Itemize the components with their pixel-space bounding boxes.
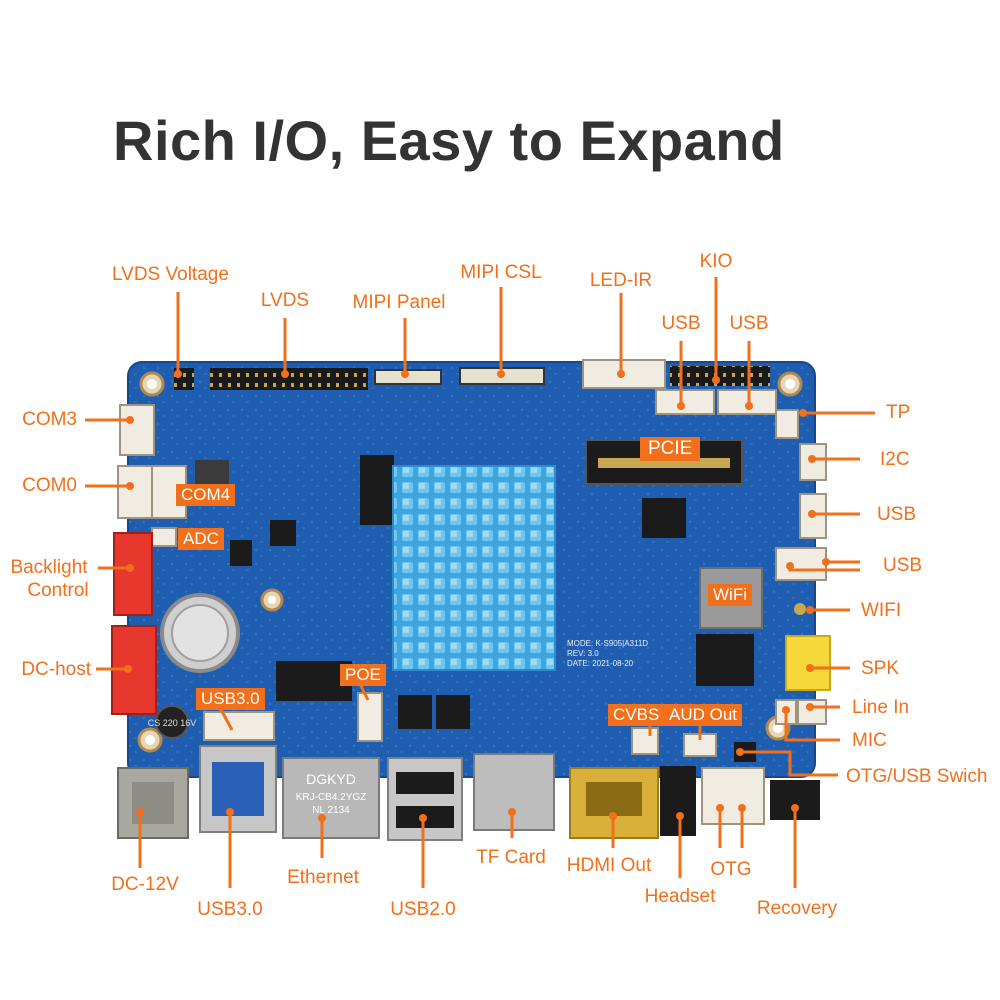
svg-text:NL 2134: NL 2134 bbox=[312, 805, 350, 816]
spk-connector bbox=[785, 635, 831, 691]
backlight-connector bbox=[113, 532, 153, 616]
label-usb-top-1: USB bbox=[661, 313, 701, 334]
label-i2c: I2C bbox=[880, 449, 910, 470]
otg-port bbox=[701, 767, 765, 825]
label-mipi-panel: MIPI Panel bbox=[352, 292, 446, 313]
label-spk: SPK bbox=[861, 658, 900, 679]
usb-header-1 bbox=[655, 389, 715, 415]
label-tf-card: TF Card bbox=[476, 847, 546, 868]
label-usb2-bottom: USB2.0 bbox=[390, 899, 456, 920]
label-hdmi-out: HDMI Out bbox=[566, 855, 652, 876]
heatsink bbox=[392, 465, 556, 671]
headset-jack bbox=[660, 766, 696, 836]
tag-adc: ADC bbox=[178, 528, 224, 550]
lvds-header bbox=[210, 368, 368, 390]
chip-mid2 bbox=[436, 695, 470, 729]
tag-pcie: PCIE bbox=[640, 437, 701, 461]
cvbs-connector bbox=[631, 727, 659, 755]
tag-wifi-chip: WiFi bbox=[708, 584, 752, 606]
mipi-panel-fpc bbox=[374, 369, 442, 385]
page-title: Rich I/O, Easy to Expand bbox=[113, 109, 785, 172]
kio-header bbox=[670, 366, 770, 386]
label-wifi: WIFI bbox=[861, 600, 902, 621]
leader-dots bbox=[124, 370, 830, 822]
tag-com4: COM4 bbox=[176, 484, 236, 506]
svg-text:KRJ-CB4.2YGZ: KRJ-CB4.2YGZ bbox=[296, 792, 367, 803]
tag-poe: POE bbox=[340, 664, 386, 686]
label-lvds: LVDS bbox=[260, 290, 310, 311]
label-mipi-csl: MIPI CSL bbox=[460, 262, 542, 283]
com4-connector bbox=[151, 465, 187, 519]
capacitor bbox=[155, 705, 189, 739]
chip-right bbox=[642, 498, 686, 538]
svg-text:DGKYD: DGKYD bbox=[306, 771, 356, 787]
leader-lines bbox=[85, 277, 875, 888]
svg-text:DATE: 2021-08-20: DATE: 2021-08-20 bbox=[567, 659, 634, 668]
com0-connector bbox=[117, 465, 153, 519]
label-backlight-2: Control bbox=[27, 580, 89, 601]
tag-cvbs: CVBS bbox=[608, 704, 665, 726]
tp-connector bbox=[775, 409, 799, 439]
label-usb-right-1: USB bbox=[877, 504, 917, 525]
label-usb-top-2: USB bbox=[729, 313, 769, 334]
label-ethernet: Ethernet bbox=[287, 867, 359, 888]
label-line-in: Line In bbox=[852, 697, 910, 718]
chip-small2 bbox=[270, 520, 296, 546]
label-kio: KIO bbox=[699, 251, 733, 272]
label-usb-right-2: USB bbox=[883, 555, 923, 576]
label-com3: COM3 bbox=[22, 409, 77, 430]
chip-small bbox=[230, 540, 252, 566]
usb-right-connector-2 bbox=[775, 547, 827, 581]
label-com0: COM0 bbox=[22, 475, 77, 496]
chip-left bbox=[360, 455, 394, 525]
label-lvds-voltage: LVDS Voltage bbox=[112, 264, 229, 285]
chip-poe bbox=[276, 661, 352, 701]
rj45-port bbox=[282, 757, 380, 839]
wifi-antenna-pad bbox=[794, 603, 806, 615]
label-tp: TP bbox=[886, 402, 911, 423]
label-otg-usb-switch: OTG/USB Swich bbox=[846, 766, 988, 787]
chip-mid1 bbox=[398, 695, 432, 729]
label-recovery: Recovery bbox=[756, 898, 838, 919]
svg-text:CS 220 16V: CS 220 16V bbox=[148, 718, 197, 728]
label-led-ir: LED-IR bbox=[589, 270, 653, 291]
svg-text:REV: 3.0: REV: 3.0 bbox=[567, 649, 599, 658]
label-usb3-bottom: USB3.0 bbox=[197, 899, 263, 920]
chip-right2 bbox=[696, 634, 754, 686]
label-backlight-1: Backlight bbox=[10, 557, 88, 578]
label-mic: MIC bbox=[852, 730, 887, 751]
usb-header-2 bbox=[717, 389, 777, 415]
tf-card-slot bbox=[473, 753, 555, 831]
poe-connector bbox=[357, 692, 383, 742]
label-dc-host: DC-host bbox=[21, 659, 91, 680]
tag-aud-out: AUD Out bbox=[664, 704, 743, 726]
dc-jack bbox=[117, 767, 189, 839]
adc-connector bbox=[151, 527, 177, 547]
com3-connector bbox=[119, 404, 155, 456]
label-dc-12v: DC-12V bbox=[111, 874, 179, 895]
usb3-header bbox=[203, 711, 275, 741]
mounting-holes bbox=[137, 371, 803, 753]
svg-text:MODE: K-S905|A311D: MODE: K-S905|A311D bbox=[567, 639, 648, 648]
label-otg: OTG bbox=[710, 859, 752, 880]
label-headset: Headset bbox=[644, 886, 716, 907]
tag-usb30: USB3.0 bbox=[196, 688, 265, 710]
